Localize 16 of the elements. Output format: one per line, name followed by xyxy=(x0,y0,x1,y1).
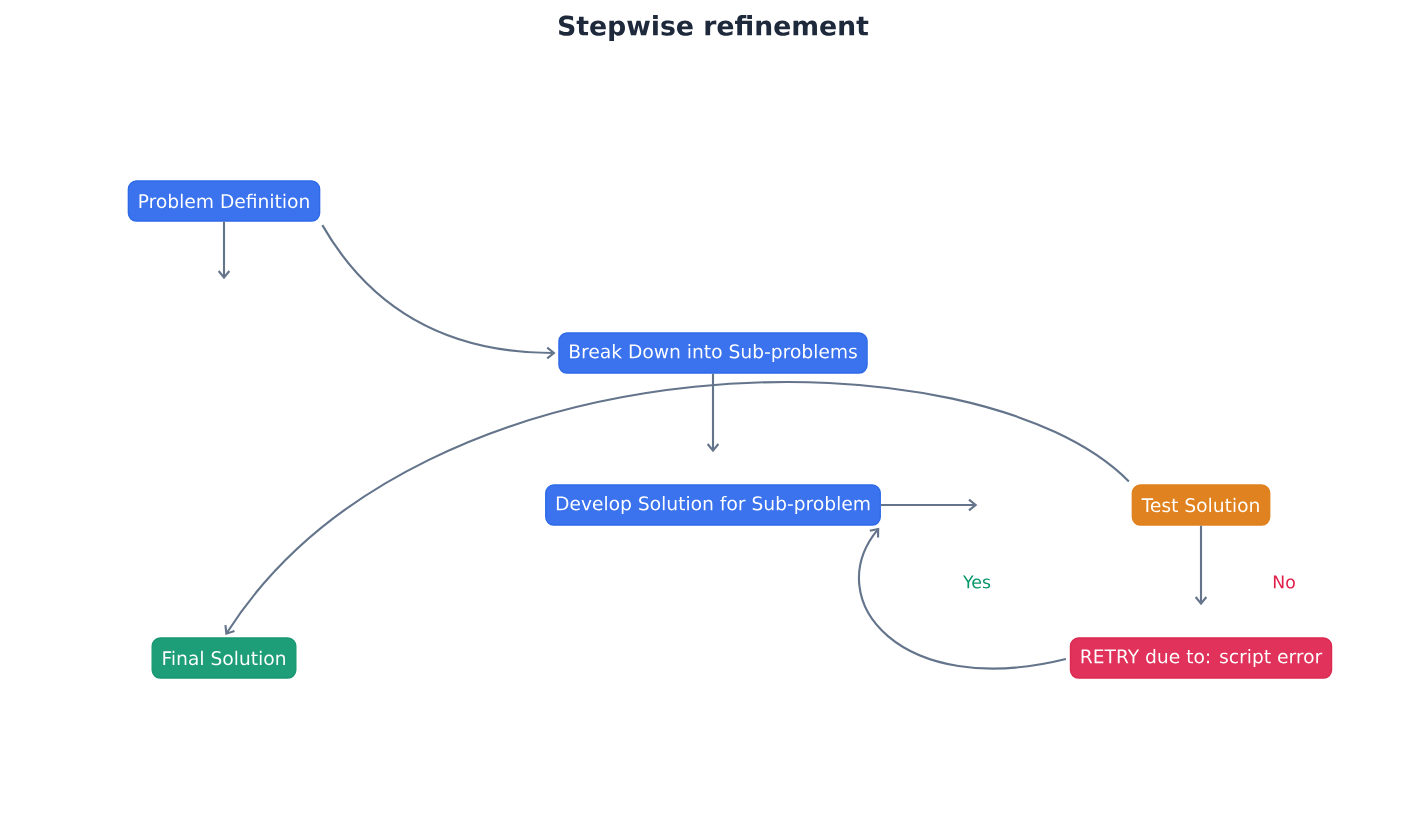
process-box: Problem Definition xyxy=(127,180,321,222)
arrow xyxy=(1194,525,1208,606)
process-box: Test Solution xyxy=(1131,484,1271,526)
title: Stepwise refinement xyxy=(559,15,869,41)
process-box: Final Solution xyxy=(151,637,297,679)
branch-label: No xyxy=(1273,575,1295,589)
arrow xyxy=(706,373,720,453)
arrow xyxy=(321,224,556,360)
process-box: RETRY due to: script error xyxy=(1069,637,1333,679)
branch-label: Yes xyxy=(963,575,991,589)
arrow xyxy=(880,498,978,512)
arrow xyxy=(858,527,1067,670)
process-box: Break Down into Sub-problems xyxy=(558,332,868,374)
process-box: Develop Solution for Sub-problem xyxy=(545,484,881,526)
arrow xyxy=(217,221,231,280)
arrow xyxy=(224,381,1130,636)
